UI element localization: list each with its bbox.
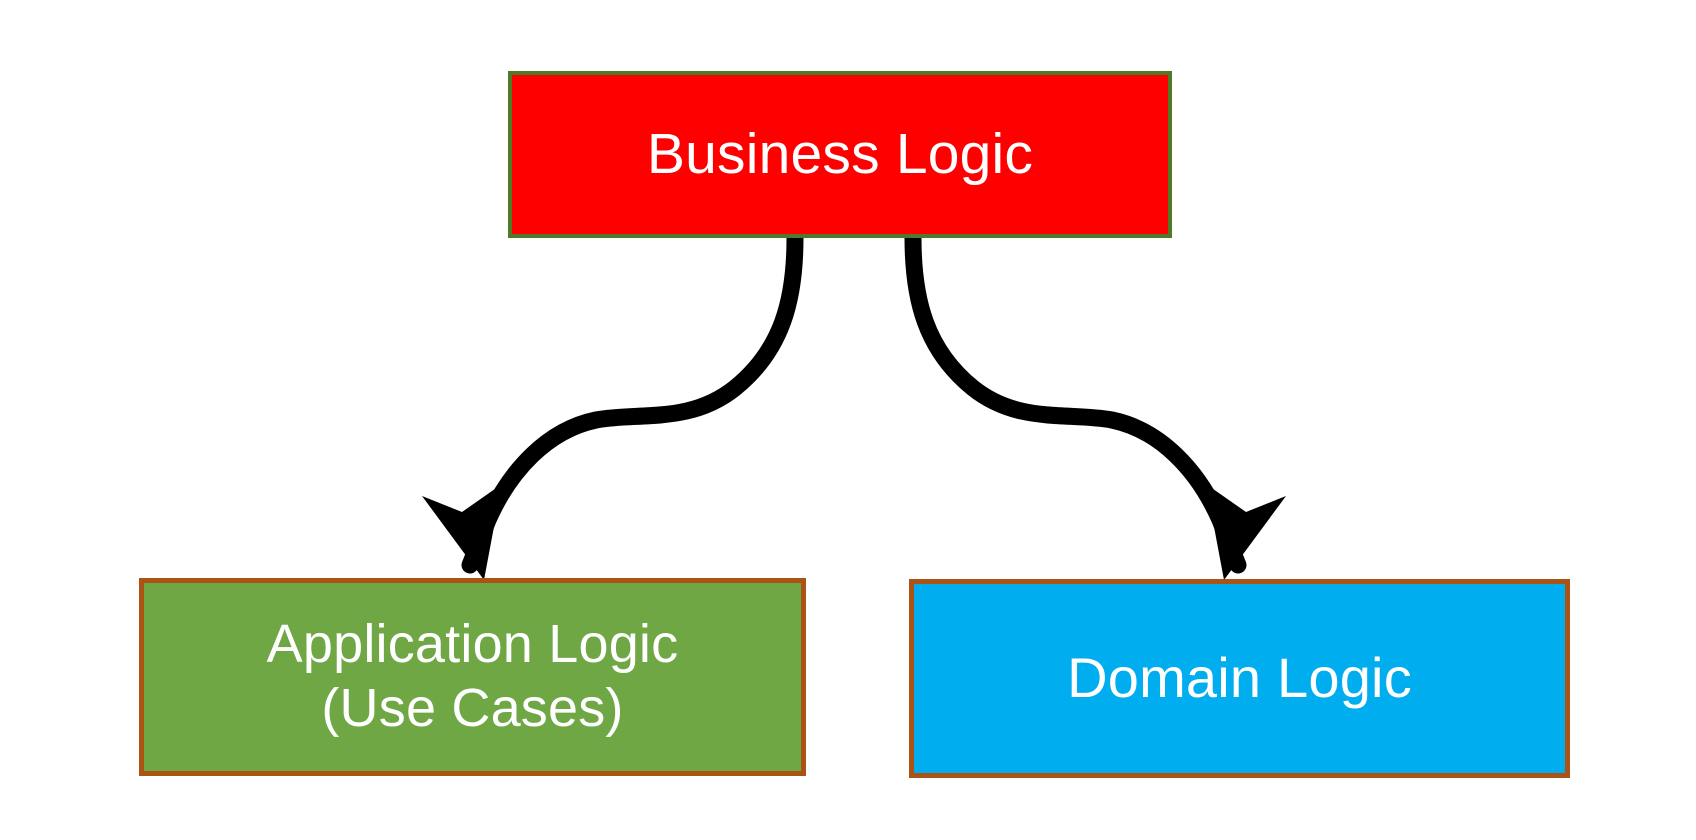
- node-application-logic-label: Application Logic (Use Cases): [266, 614, 679, 738]
- node-application-logic[interactable]: Application Logic (Use Cases): [139, 578, 806, 776]
- edge-business-to-domain-arrowhead: [1206, 484, 1286, 580]
- edge-business-to-application-arrowhead: [422, 484, 502, 580]
- node-business-logic-label: Business Logic: [646, 121, 1034, 186]
- edge-business-to-domain-curve: [904, 229, 1247, 574]
- edge-business-to-application: [422, 229, 804, 580]
- node-domain-logic-label: Domain Logic: [1067, 646, 1412, 710]
- edge-business-to-application-curve: [461, 229, 804, 574]
- edge-business-to-domain: [904, 229, 1286, 580]
- node-business-logic[interactable]: Business Logic: [508, 71, 1172, 238]
- node-domain-logic[interactable]: Domain Logic: [909, 579, 1570, 778]
